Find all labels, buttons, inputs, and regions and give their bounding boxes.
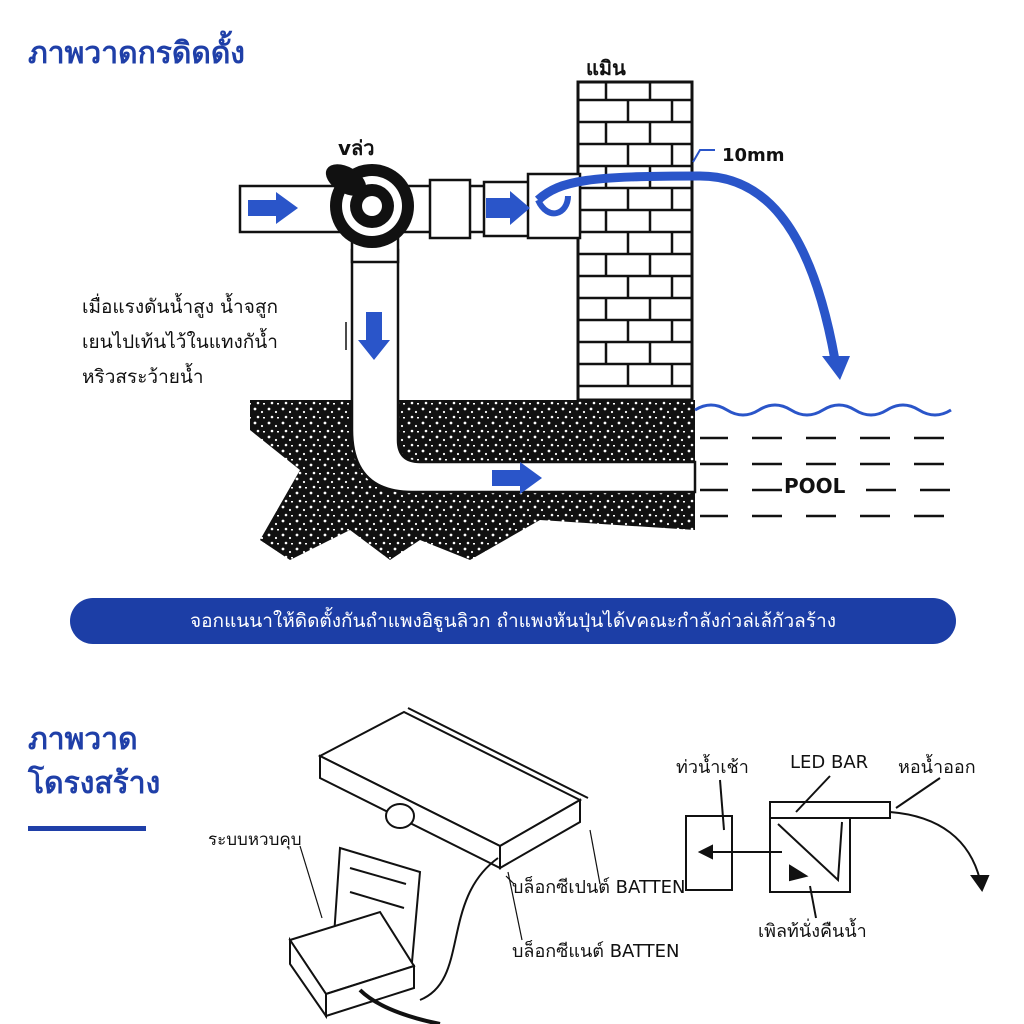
underground-pipe: [350, 248, 697, 494]
note-line-3: หริวสระว้ายน้ำ: [82, 366, 204, 388]
pool-surface: [694, 403, 952, 417]
led-bar-label: LED BAR: [790, 752, 869, 773]
flow-arrows: [248, 191, 542, 494]
cross-section: [685, 775, 990, 919]
valve-label: vล่ว: [338, 136, 375, 160]
note-line-1: เมื่อแรงดันน้ำสูง น้ำจสูก: [82, 296, 278, 318]
wall-label: แมิน: [586, 56, 626, 80]
batten-label-1: บล็อกซีเปนต์ BATTEN: [512, 877, 686, 898]
brick-wall: [576, 80, 694, 402]
outlet-label: หอน้ำออก: [898, 757, 976, 778]
structure-title-line-2: โดรงสร้าง: [28, 766, 161, 801]
title-underline: [28, 826, 146, 831]
pressure-note: เมื่อแรงดันน้ำสูง น้ำจสูก เยนไปเท้นไว้ใน…: [82, 290, 278, 395]
spillway-fixture: [317, 707, 589, 1001]
note-line-2: เยนไปเท้นไว้ในแทงกัน้ำ: [82, 331, 278, 353]
pool-water-lines: [700, 436, 950, 518]
water-jet: [534, 171, 840, 361]
structure-title-line-1: ภาพวาด: [28, 722, 138, 757]
gap-label: 10mm: [722, 145, 785, 166]
valve: [325, 164, 414, 248]
plate-label: เพิลท้นั่งคืนน้ำ: [758, 921, 867, 942]
control-box-label: ระบบหวบคุบ: [208, 830, 302, 850]
install-diagram-title: ภาพวาดกรดิดดั้ง: [28, 36, 245, 71]
control-box: [288, 846, 441, 1024]
batten-label-2: บล็อกซีแนต์ BATTEN: [512, 941, 680, 962]
structure-diagram-title: ภาพวาด โดรงสร้าง: [28, 718, 160, 806]
pool-label: POOL: [784, 474, 846, 498]
install-banner: จอกแนนาให้ดิดตั้งกันถำแพงอิฐูนลิวก ถำแพง…: [70, 598, 956, 644]
inlet-label: ท่วน้ำเช้า: [676, 757, 749, 778]
